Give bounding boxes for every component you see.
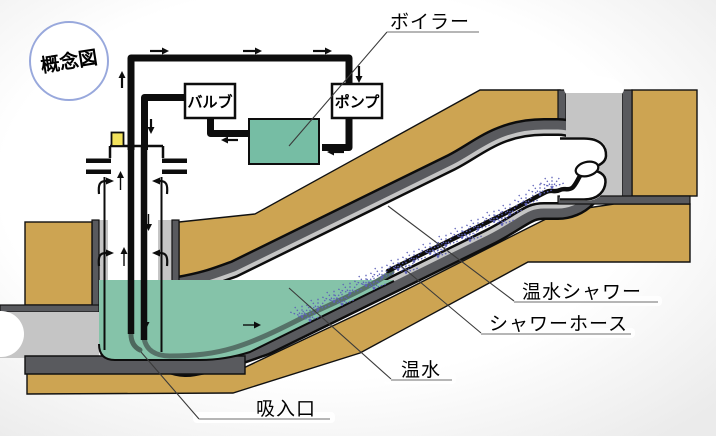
valve-box: バルブ <box>183 82 237 120</box>
hose-underwater <box>141 269 395 359</box>
pipe-boiler-valve <box>207 118 248 137</box>
callout-glows <box>193 26 662 423</box>
shaft-right-wall <box>621 89 633 199</box>
title-badge: 概念図 <box>29 21 109 101</box>
wellhead <box>86 131 187 352</box>
hot-water-shower-label: 温水シャワー <box>522 281 642 303</box>
pipe-riser-top <box>127 54 353 150</box>
ground-top-right <box>631 89 698 197</box>
shower-hose <box>385 170 585 274</box>
hoses <box>128 170 585 359</box>
title-circle <box>29 21 109 101</box>
callouts: ボイラー 温水シャワー シャワーホース 温水 吸入口 <box>140 11 662 423</box>
wellhead-marker <box>110 131 125 147</box>
leader-boiler <box>288 31 388 147</box>
pump-label: ポンプ <box>335 93 381 111</box>
piping <box>127 54 353 340</box>
well-casing-lines <box>103 177 163 352</box>
left-block-band <box>0 304 100 313</box>
valve-label: バルブ <box>187 93 232 111</box>
boiler-box <box>248 118 320 165</box>
left-notch <box>0 311 24 357</box>
leader-hot-water <box>288 287 392 380</box>
leader-shower-hose <box>400 265 482 334</box>
leader-lines <box>140 31 515 420</box>
hose-nozzle <box>574 160 600 178</box>
leader-hot-water-shower <box>387 205 515 302</box>
suction-inlet-label: 吸入口 <box>256 399 316 420</box>
pipe-valve-well <box>141 94 186 150</box>
water-floor-line <box>98 280 395 361</box>
water-fill <box>99 280 394 360</box>
pipe-pump-boiler <box>322 118 353 151</box>
water <box>98 280 395 361</box>
hot-water-label: 温水 <box>401 359 441 381</box>
callout-underlines <box>199 31 658 420</box>
shower-hose-label: シャワーホース <box>489 314 628 335</box>
loop-flow-arrows <box>118 47 363 156</box>
suction-inlet-tip <box>128 331 143 353</box>
pump-box: ポンプ <box>330 82 384 120</box>
leader-suction-inlet <box>140 351 200 420</box>
boiler-label: ボイラー <box>390 11 470 33</box>
casing-hooks <box>97 179 169 267</box>
ground-left-block <box>24 221 93 306</box>
casing-hook-heads <box>106 177 160 257</box>
wellhead-flanges <box>86 158 187 174</box>
